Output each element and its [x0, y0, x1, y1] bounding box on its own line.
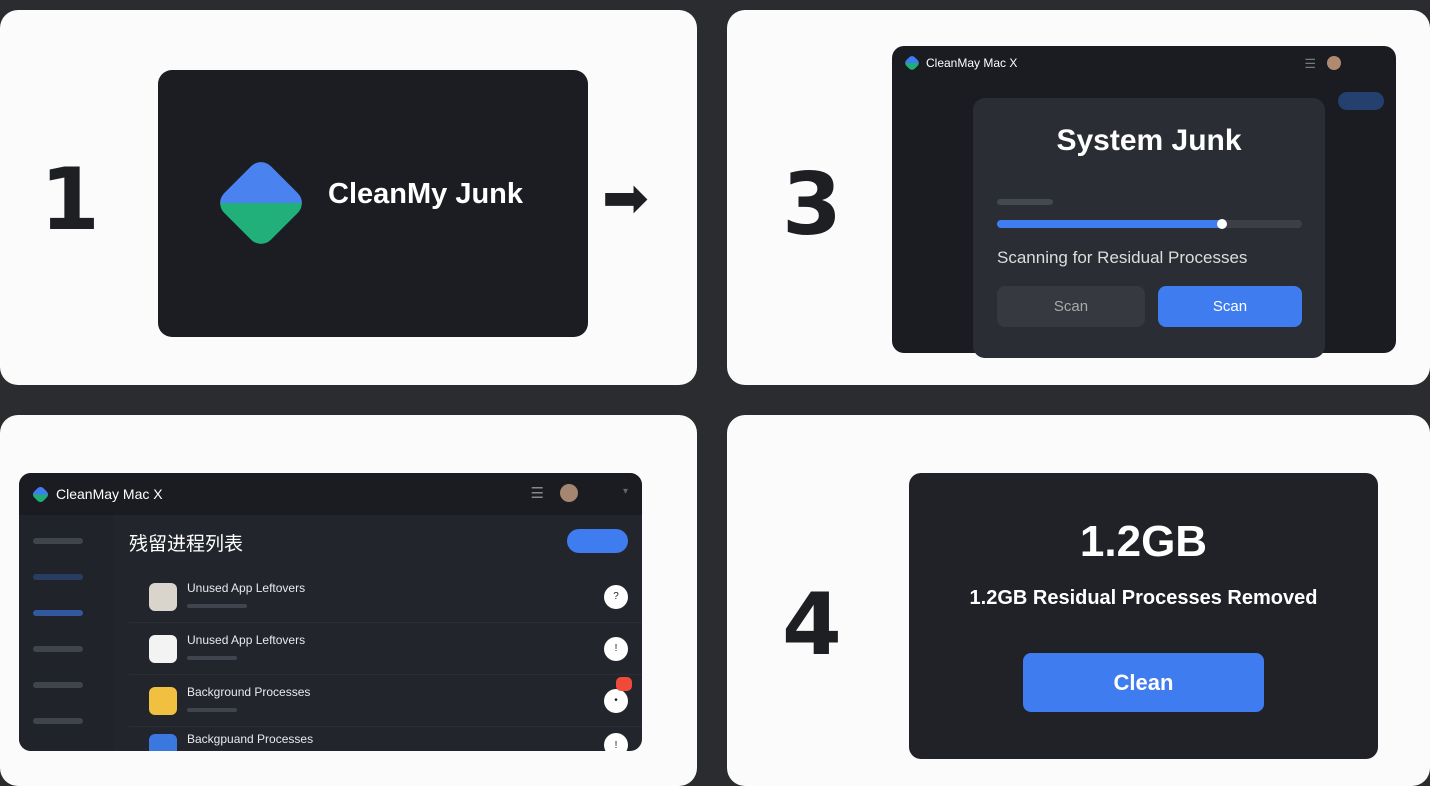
primary-action-button[interactable]: [567, 529, 628, 553]
app-icon: [149, 686, 177, 715]
scan-secondary-button[interactable]: Scan: [997, 286, 1145, 327]
progress-bar: [997, 219, 1302, 229]
menu-icon[interactable]: ☰: [530, 485, 544, 502]
app-logo-icon: [903, 54, 921, 72]
app-icon: [149, 634, 177, 663]
avatar[interactable]: [560, 484, 578, 502]
app-logo-icon: [31, 484, 50, 504]
avatar[interactable]: [1327, 56, 1341, 70]
result-card: 1.2GB 1.2GB Residual Processes Removed C…: [909, 473, 1378, 759]
action-button[interactable]: [1338, 92, 1384, 110]
list-item[interactable]: Unused App Leftovers!: [129, 623, 642, 675]
app-title: CleanMay Mac X: [56, 486, 163, 502]
page-title: 残留进程列表: [129, 533, 244, 555]
step-2-panel: CleanMay Mac X ☰ ▾ 残留进程列表 Unused App Lef…: [0, 415, 697, 786]
progress-thumb[interactable]: [1216, 219, 1227, 229]
app-icon: [149, 734, 177, 751]
app-window: CleanMay Mac X ☰ ▾ 残留进程列表 Unused App Lef…: [19, 473, 642, 751]
clean-button[interactable]: Clean: [1023, 653, 1264, 712]
item-action-button[interactable]: •: [604, 688, 628, 713]
app-name: CleanMy Junk: [328, 178, 523, 210]
item-title: Unused App Leftovers: [187, 632, 306, 647]
sidebar: [19, 515, 114, 751]
item-action-button[interactable]: ?: [604, 584, 628, 609]
item-title: Unused App Leftovers: [187, 580, 306, 595]
app-window: CleanMay Mac X ☰ System Junk Scanning fo…: [892, 46, 1396, 358]
menu-icon[interactable]: ☰: [1304, 56, 1316, 71]
item-action-button[interactable]: !: [604, 636, 628, 661]
step-4-panel: 4 1.2GB 1.2GB Residual Processes Removed…: [727, 415, 1430, 786]
step-number: 3: [782, 155, 842, 255]
item-action-button[interactable]: !: [604, 733, 628, 751]
step-number: 1: [40, 150, 100, 250]
step-1-panel: 1 CleanMy Junk ➡: [0, 10, 697, 385]
list-item[interactable]: Unused App Leftovers?: [129, 571, 642, 623]
app-icon: [149, 582, 177, 611]
list-item[interactable]: Background Processes •: [129, 675, 642, 727]
scan-dialog: System Junk Scanning for Residual Proces…: [973, 98, 1325, 358]
user-dropdown[interactable]: ▾: [622, 486, 628, 497]
item-title: Background Processes: [187, 684, 311, 699]
notification-badge: [616, 677, 632, 691]
scan-button[interactable]: Scan: [1158, 286, 1302, 327]
dialog-title: System Junk: [1056, 124, 1242, 157]
scan-status: Scanning for Residual Processes: [997, 248, 1248, 267]
app-title: CleanMay Mac X: [926, 56, 1018, 70]
step-3-panel: 3 CleanMay Mac X ☰ System Junk Scanning …: [727, 10, 1430, 385]
result-message: 1.2GB Residual Processes Removed: [969, 587, 1318, 609]
list-item[interactable]: Backgpuand Processes!: [129, 727, 642, 751]
freed-size: 1.2GB: [1079, 517, 1208, 566]
arrow-right-icon: ➡: [602, 166, 649, 229]
app-splash: CleanMy Junk: [158, 70, 588, 337]
step-number: 4: [782, 575, 842, 675]
app-logo-icon: [214, 156, 308, 250]
item-title: Backgpuand Processes: [187, 732, 314, 746]
